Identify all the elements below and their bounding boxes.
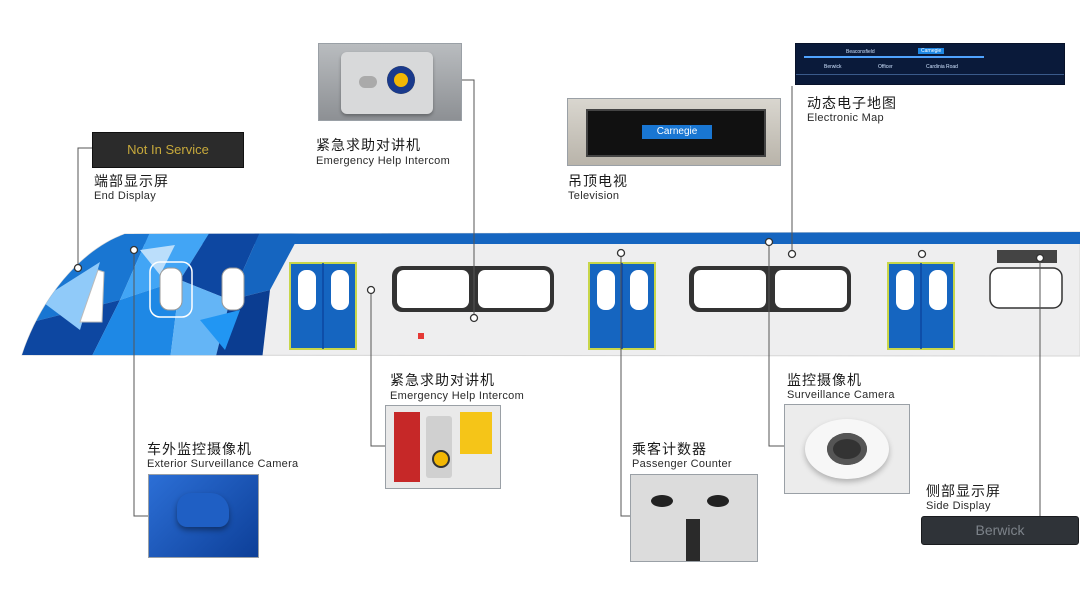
surveillance-camera-label-zh: 监控摄像机 (787, 373, 862, 389)
map-station-1: Beaconsfield (846, 49, 875, 55)
door-set-1 (289, 262, 357, 350)
windshield (79, 269, 105, 323)
door-set-3 (887, 262, 955, 350)
dome-camera-icon (827, 433, 867, 465)
map-station-3: Berwick (824, 64, 842, 70)
passenger-counter-label-en: Passenger Counter (632, 458, 732, 470)
intercom-mid-label-zh: 紧急求助对讲机 (390, 373, 495, 389)
map-station-4: Officer (878, 64, 893, 70)
marker-dots (73, 237, 1045, 323)
intercom-mid-photo (385, 405, 501, 489)
leader-lines (77, 79, 1041, 517)
television-label-zh: 吊顶电视 (568, 174, 628, 190)
exterior-camera-label-zh: 车外监控摄像机 (147, 442, 252, 458)
electronic-map-label-en: Electronic Map (807, 112, 884, 124)
tv-station-text: Carnegie (642, 125, 712, 139)
end-display-text: Not In Service (127, 142, 209, 157)
end-display-label-en: End Display (94, 190, 156, 202)
cab-window (221, 267, 245, 311)
exterior-camera-label-en: Exterior Surveillance Camera (147, 458, 299, 470)
door-set-2 (588, 262, 656, 350)
electronic-map-label-zh: 动态电子地图 (807, 96, 897, 112)
television-label-en: Television (568, 190, 620, 202)
electronic-map-photo: Beaconsfield Carnegie Berwick Officer Ca… (795, 43, 1065, 85)
passenger-counter-label-zh: 乘客计数器 (632, 442, 707, 458)
end-display-label-zh: 端部显示屏 (94, 174, 169, 190)
camera-icon (177, 493, 229, 527)
intercom-mid-label-en: Emergency Help Intercom (390, 390, 525, 402)
roof-stripe (120, 232, 1080, 244)
intercom-top-label-en: Emergency Help Intercom (316, 155, 451, 167)
cab-window (159, 267, 183, 311)
cab-outline (149, 261, 193, 318)
side-display-text: Berwick (975, 522, 1025, 538)
window-single (989, 267, 1063, 309)
window-pair-2 (689, 266, 851, 312)
surveillance-camera-label-en: Surveillance Camera (787, 389, 895, 401)
intercom-mid-button-icon (432, 450, 450, 468)
side-display-label-en: Side Display (926, 500, 991, 512)
map-station-5: Cardinia Road (926, 64, 958, 70)
intercom-top-photo (318, 43, 462, 121)
body-side-display (997, 250, 1057, 263)
side-display-label-zh: 侧部显示屏 (926, 484, 1001, 500)
surveillance-camera-photo (784, 404, 910, 494)
sensor-icon (651, 495, 673, 507)
exterior-camera-photo (148, 474, 259, 558)
red-marker (418, 333, 424, 339)
map-station-current: Carnegie (918, 48, 945, 54)
intercom-button-icon (387, 66, 415, 94)
window-pair-1 (392, 266, 554, 312)
intercom-top-label-zh: 紧急求助对讲机 (316, 138, 421, 154)
passenger-counter-photo (630, 474, 758, 562)
side-display-photo: Berwick (921, 516, 1079, 545)
sensor-icon (707, 495, 729, 507)
television-photo: Carnegie (567, 98, 781, 166)
end-display-photo: Not In Service (92, 132, 244, 168)
